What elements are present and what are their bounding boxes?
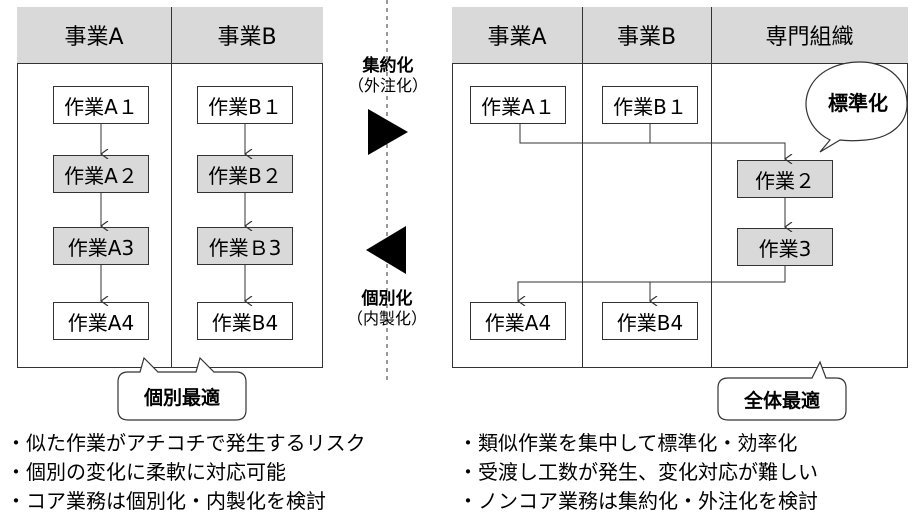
left-task-a3: 作業A3: [53, 227, 149, 265]
right-task-b4: 作業B4: [602, 302, 698, 340]
right-note-2: ・受渡し工数が発生、変化対応が難しい: [458, 460, 818, 484]
individualization-sub: （内製化）: [346, 309, 427, 328]
right-task-b1: 作業B１: [602, 86, 698, 124]
right-triangle-icon: [368, 109, 408, 155]
left-divider: [171, 7, 172, 368]
middle-bottom-label: 個別化 （内製化）: [342, 289, 432, 329]
right-header-b: 事業B: [582, 7, 712, 64]
bubble-text: 標準化: [828, 90, 888, 115]
left-task-b1: 作業B１: [197, 86, 293, 124]
left-task-b2: 作業B２: [197, 155, 293, 193]
right-header-c: 専門組織: [711, 7, 908, 64]
right-callout-text: 全体最適: [743, 390, 820, 412]
left-callout-text: 個別最適: [143, 387, 220, 409]
left-task-b4: 作業B4: [197, 302, 293, 340]
left-callout-shape: [117, 356, 247, 421]
speech-bubble-shape: [805, 61, 908, 153]
right-note-3: ・ノンコア業務は集約化・外注化を検討: [458, 489, 818, 513]
left-task-a4: 作業A4: [53, 302, 149, 340]
left-note-3: ・コア業務は個別化・内製化を検討: [6, 489, 326, 513]
middle-top-label: 集約化 （外注化）: [343, 56, 433, 96]
left-note-2: ・個別の変化に柔軟に対応可能: [6, 460, 286, 484]
consolidation-sub: （外注化）: [347, 76, 428, 95]
right-divider-2: [711, 7, 712, 368]
right-header-a: 事業A: [452, 7, 583, 64]
left-task-a1: 作業A１: [53, 86, 149, 124]
consolidation-title: 集約化: [362, 56, 414, 76]
right-divider-1: [582, 7, 583, 368]
right-task-a1: 作業A１: [470, 86, 566, 124]
left-header-b: 事業B: [171, 7, 323, 64]
right-task-2: 作業２: [737, 160, 833, 198]
left-task-a2: 作業A２: [53, 155, 149, 193]
right-task-a4: 作業A4: [470, 302, 566, 340]
right-note-1: ・類似作業を集中して標準化・効率化: [458, 431, 798, 455]
left-triangle-icon: [366, 226, 406, 274]
right-callout-shape: [717, 360, 847, 421]
left-header-a: 事業A: [17, 7, 172, 64]
left-note-1: ・似た作業がアチコチで発生するリスク: [6, 431, 366, 455]
individualization-title: 個別化: [361, 289, 413, 309]
